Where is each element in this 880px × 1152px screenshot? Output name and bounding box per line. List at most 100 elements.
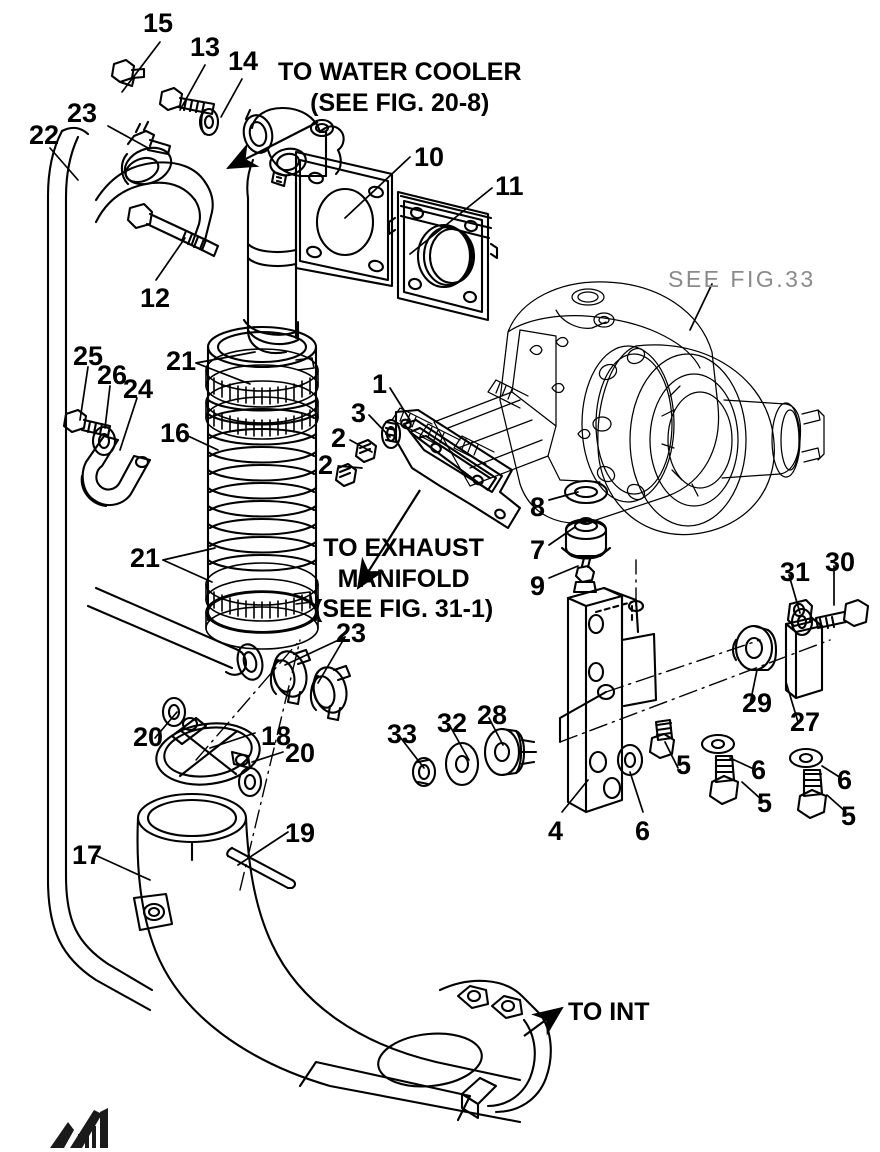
part-15-bolt xyxy=(110,58,146,88)
reference-note-see-fig-33: SEE FIG.33 xyxy=(668,266,816,292)
leader-line xyxy=(664,741,679,769)
part-33-nut xyxy=(411,756,437,788)
callout-9: 9 xyxy=(530,571,546,601)
part-27-sensor xyxy=(784,598,824,700)
part-31-washer xyxy=(790,607,814,637)
part-5-stud-c xyxy=(796,768,828,820)
leader-line xyxy=(209,732,256,749)
leader-line xyxy=(49,147,79,181)
assembly-arrows xyxy=(226,121,564,1037)
part-turbocharger xyxy=(391,281,825,536)
leader-line xyxy=(689,283,713,331)
part-1-gasket-plate xyxy=(394,408,522,530)
callout-6: 6 xyxy=(837,765,853,795)
part-30-bolt xyxy=(814,598,870,631)
leader-line xyxy=(337,465,363,469)
part-21-clamp-upper xyxy=(205,348,319,408)
part-5-stud-a xyxy=(648,718,676,760)
callout-5: 5 xyxy=(676,750,692,780)
annotation-to-water-cooler: TO WATER COOLER (SEE FIG. 20-8) xyxy=(278,58,522,117)
leader-line xyxy=(344,156,411,219)
callout-28: 28 xyxy=(477,700,508,730)
callout-18: 18 xyxy=(261,721,292,751)
leader-line xyxy=(237,831,289,866)
callout-32: 32 xyxy=(437,708,468,738)
part-23-clamp-upper xyxy=(120,120,173,186)
part-13-bolt xyxy=(158,86,216,116)
leader-line xyxy=(449,725,470,761)
leader-line xyxy=(195,362,251,385)
leader-line xyxy=(107,125,149,149)
part-22-hose xyxy=(46,126,154,1012)
part-21-clamp-lower2 xyxy=(205,590,319,650)
part-26-washer xyxy=(91,425,117,457)
part-9-bolt xyxy=(572,556,598,594)
leader-line xyxy=(488,717,504,746)
leader-line xyxy=(629,771,644,813)
callout-12: 12 xyxy=(140,283,171,313)
leader-line xyxy=(179,64,206,111)
leader-line xyxy=(284,636,346,666)
leader-line xyxy=(821,765,842,779)
part-29-grommet xyxy=(731,624,778,672)
callout-25: 25 xyxy=(73,341,104,371)
part-2-nut-a xyxy=(334,462,358,488)
part-pipe-stub xyxy=(86,586,248,676)
callout-21: 21 xyxy=(166,346,197,376)
callout-22: 22 xyxy=(29,120,60,150)
part-2-nut-b xyxy=(354,438,378,464)
callout-2: 2 xyxy=(331,423,347,453)
callout-23: 23 xyxy=(336,618,367,648)
leader-line xyxy=(548,526,576,546)
leader-line xyxy=(104,385,111,429)
part-6-washer-a xyxy=(616,743,644,777)
leader-line xyxy=(121,41,161,93)
part-11-gasket xyxy=(387,190,499,322)
callout-21: 21 xyxy=(130,543,161,573)
leader-line xyxy=(409,187,493,255)
leader-line xyxy=(561,779,589,813)
arrow-to-int xyxy=(523,1006,564,1037)
leader-line xyxy=(826,794,847,813)
part-7-mount xyxy=(560,516,612,560)
leader-line xyxy=(94,854,151,881)
part-21-clamp-upper2 xyxy=(205,380,319,440)
callout-17: 17 xyxy=(72,840,103,870)
part-8-washer xyxy=(563,479,609,505)
leader-line xyxy=(79,366,89,421)
callout-4: 4 xyxy=(548,816,564,846)
part-6-washer-b xyxy=(700,733,736,755)
callout-29: 29 xyxy=(742,688,773,718)
callout-11: 11 xyxy=(495,171,524,201)
leader-line xyxy=(187,435,219,451)
callout-14: 14 xyxy=(228,46,259,76)
part-12-long-bolt xyxy=(126,202,220,258)
part-20-washer-a xyxy=(161,696,187,728)
callout-30: 30 xyxy=(825,547,856,577)
callout-16: 16 xyxy=(160,418,191,448)
part-21-clamp-lower xyxy=(205,562,319,622)
part-24-clamp-bracket xyxy=(80,434,152,508)
callout-2: 2 xyxy=(318,450,334,480)
leader-line xyxy=(749,669,758,705)
part-25-bolt xyxy=(62,408,112,438)
callout-6: 6 xyxy=(635,816,651,846)
leader-line xyxy=(162,547,216,561)
leader-line xyxy=(155,237,186,281)
callout-20: 20 xyxy=(133,722,164,752)
callout-5: 5 xyxy=(841,801,857,831)
callout-1: 1 xyxy=(372,369,388,399)
arrow-to-exhaust xyxy=(356,489,421,590)
part-32-washer xyxy=(444,741,480,787)
part-6-washer-c xyxy=(788,747,824,769)
part-23-clamp-lower-b xyxy=(309,664,352,722)
callout-8: 8 xyxy=(530,492,546,522)
callout-20: 20 xyxy=(285,738,316,768)
callout-5: 5 xyxy=(757,788,773,818)
callout-6: 6 xyxy=(751,755,767,785)
leader-line xyxy=(317,636,346,684)
callout-19: 19 xyxy=(285,818,316,848)
part-10-elbow-housing xyxy=(242,106,394,354)
part-19-pin xyxy=(226,846,297,890)
leader-line xyxy=(154,711,178,739)
